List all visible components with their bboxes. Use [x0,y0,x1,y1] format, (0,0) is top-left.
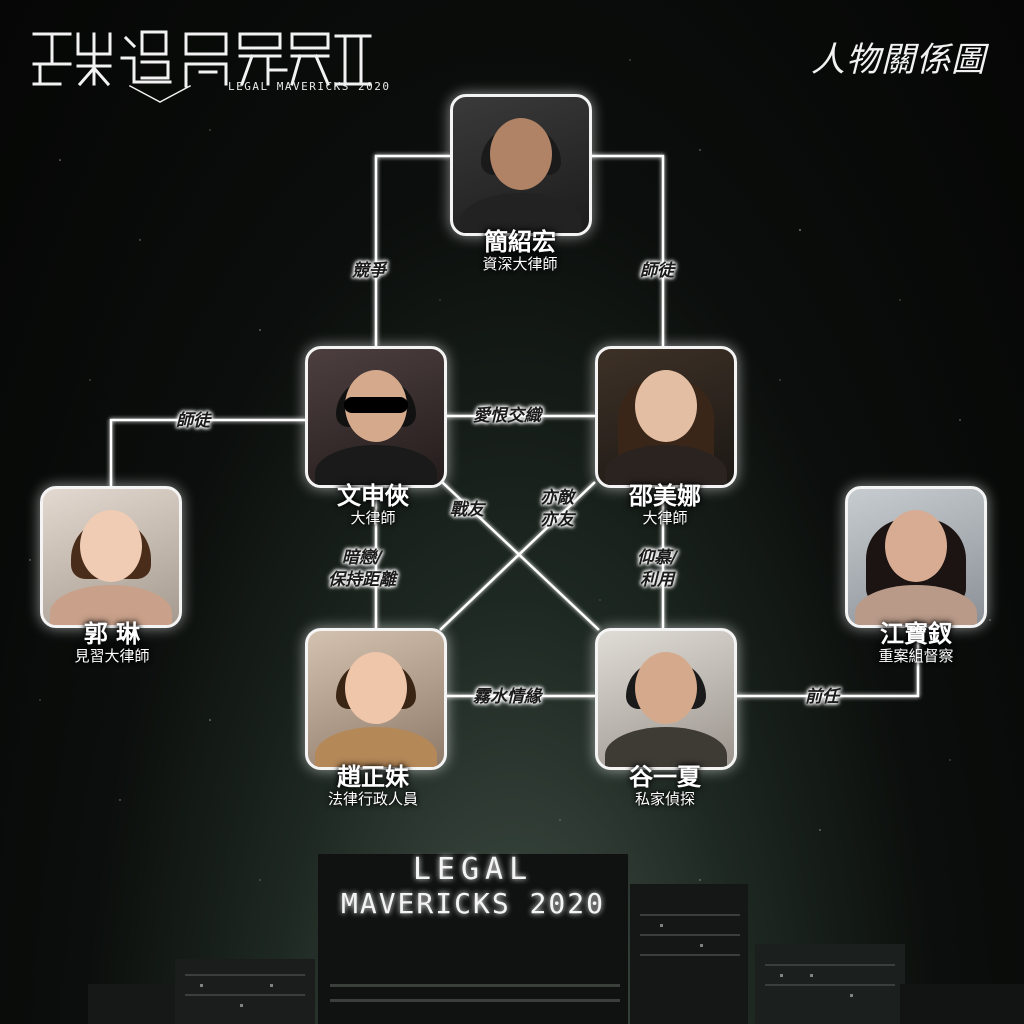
role-jian: 資深大律師 [482,255,558,273]
portrait-guk [595,628,737,770]
name-chiu: 趙正妹 [337,763,409,791]
role-kwok: 見習大律師 [74,647,150,665]
portrait-kwok [40,486,182,628]
building-sign: LEGAL MAVERICKS 2020 [318,852,628,920]
portrait-jian [450,94,592,236]
portrait-man [305,346,447,488]
name-man: 文申俠 [337,482,409,510]
sunglasses-icon [344,397,408,413]
name-kwok: 郭 琳 [83,620,141,648]
label-admire-line2: 利用 [640,570,675,590]
name-guk: 谷一夏 [629,763,701,791]
label-crush-line1: 暗戀/ [341,548,383,568]
label-crush: 暗戀/ 保持距離 [328,547,396,591]
page-title: 人物關係圖 [811,40,986,80]
portrait-siu [595,346,737,488]
building-sign-line1: LEGAL [412,852,534,887]
logo-subtitle: LEGAL MAVERICKS 2020 [228,80,391,93]
role-kong: 重案組督察 [878,647,954,665]
role-man: 大律師 [350,509,396,527]
line-frenemy [439,481,596,631]
role-chiu: 法律行政人員 [327,790,418,808]
role-guk: 私家偵探 [634,790,695,808]
line-mentor-left [109,418,305,486]
name-kong: 江寶釵 [880,620,952,648]
label-fling: 霧水情緣 [473,687,541,707]
line-compete [374,154,450,346]
label-mentor-left: 師徒 [176,411,210,431]
label-frenemy: 亦敵 亦友 [540,487,574,531]
show-logo [32,30,372,104]
line-comrades [441,481,600,631]
portrait-chiu [305,628,447,770]
label-mentor-right: 師徒 [640,261,674,281]
name-jian: 簡紹宏 [484,228,556,256]
city-skyline [88,854,1024,1024]
label-ex: 前任 [805,687,839,707]
label-admire: 仰慕/ 利用 [637,547,677,591]
building-sign-line2: MAVERICKS 2020 [340,887,605,920]
name-siu: 邵美娜 [629,482,701,510]
label-admire-line1: 仰慕/ [637,548,678,568]
label-comrades: 戰友 [450,500,484,520]
line-mentor-right [588,154,665,346]
label-crush-line2: 保持距離 [328,570,396,590]
label-frenemy-line2: 亦友 [540,510,574,530]
role-siu: 大律師 [642,509,688,527]
label-frenemy-line1: 亦敵 [540,488,574,508]
label-compete: 競爭 [352,261,386,281]
label-love-hate: 愛恨交織 [473,406,541,426]
line-ex [735,626,920,698]
portrait-kong [845,486,987,628]
